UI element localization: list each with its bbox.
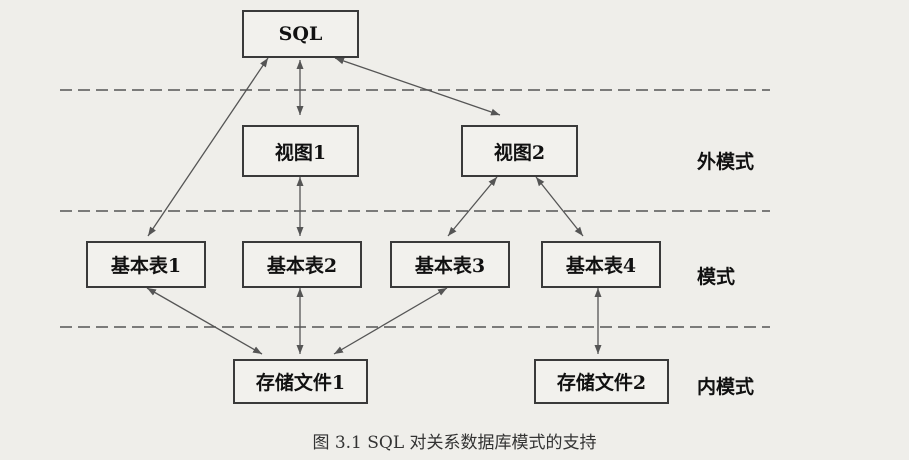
arrow-table1-file1: [146, 287, 263, 355]
node-sql: SQL: [242, 10, 359, 58]
node-table4: 基本表4: [541, 241, 661, 288]
node-table1: 基本表1: [86, 241, 206, 288]
node-view2: 视图2: [461, 125, 578, 177]
node-table3: 基本表3: [390, 241, 510, 288]
level-conceptual-label: 模式: [697, 266, 736, 288]
level-internal-label: 内模式: [697, 376, 755, 398]
arrow-view2-table3: [447, 176, 498, 237]
arrow-table3-file1: [333, 287, 448, 355]
node-view1: 视图1: [242, 125, 359, 177]
level-external-label: 外模式: [697, 151, 755, 173]
node-file1: 存储文件1: [233, 359, 368, 404]
arrow-sql-view2: [334, 57, 501, 116]
arrow-view2-table4: [535, 176, 584, 237]
arrow-sql-table1: [147, 57, 269, 237]
node-file2: 存储文件2: [534, 359, 669, 404]
figure-caption: 图 3.1 SQL 对关系数据库模式的支持: [312, 433, 597, 453]
node-table2: 基本表2: [242, 241, 362, 288]
